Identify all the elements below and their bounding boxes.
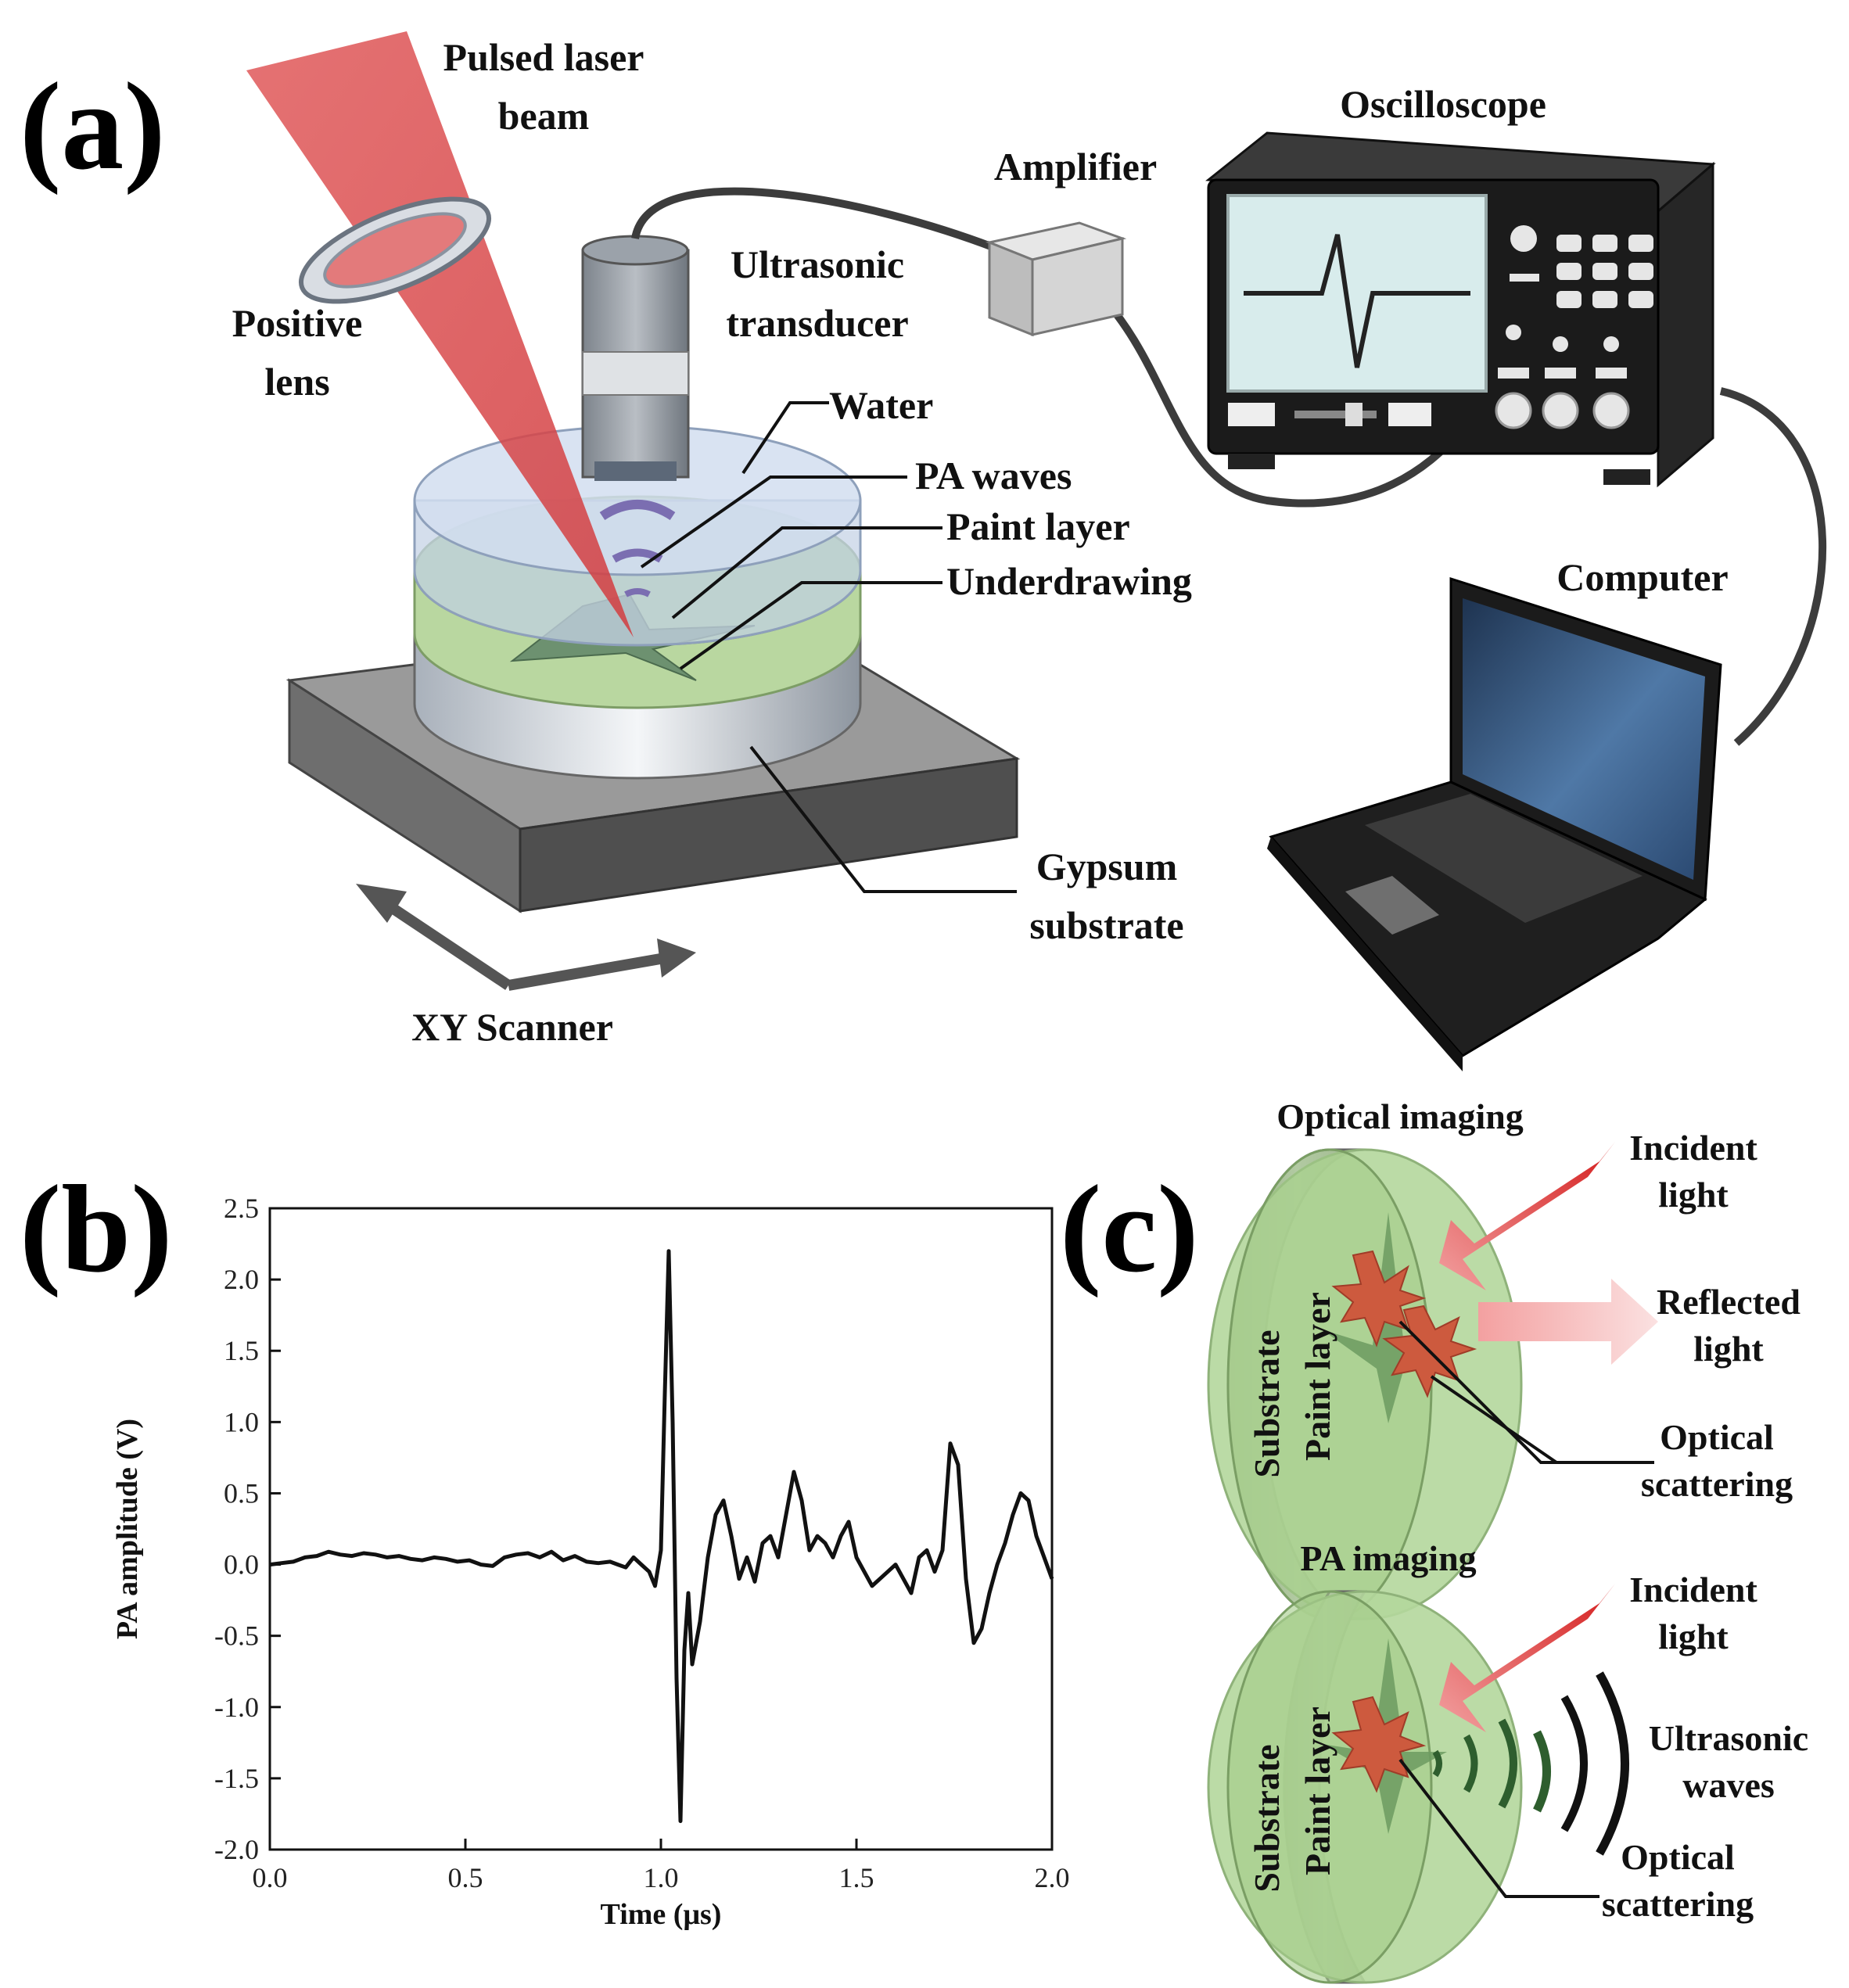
y-tick-label: -0.5 — [214, 1620, 259, 1652]
xy-scanner-arrows — [356, 884, 696, 991]
label-positive-lens-line2: lens — [264, 360, 329, 404]
label-incident-line1: Incident — [1629, 1128, 1757, 1168]
label-paint-layer-pa: Paint layer — [1298, 1706, 1337, 1875]
x-tick-label: 2.0 — [1035, 1862, 1070, 1893]
laptop-touchpad — [1345, 876, 1439, 935]
panel-c-label: (c) — [1060, 1159, 1199, 1298]
pulsed-laser-beam — [246, 31, 634, 637]
label-ultrasonic-transducer-line1: Ultrasonic — [731, 242, 904, 286]
label-positive-lens-line1: Positive — [232, 301, 363, 345]
x-axis-title: Time (μs) — [601, 1898, 722, 1931]
y-tick-label: -1.5 — [214, 1763, 259, 1794]
label-water: Water — [829, 383, 933, 427]
label-reflected-line2: light — [1693, 1329, 1764, 1369]
label-substrate-pa: Substrate — [1247, 1744, 1287, 1892]
label-pulsed-laser-line1: Pulsed laser — [443, 35, 644, 79]
ultrasonic-wave-arcs — [1432, 1671, 1629, 1856]
label-oscilloscope: Oscilloscope — [1340, 82, 1546, 126]
label-underdrawing: Underdrawing — [946, 559, 1192, 603]
pa-incident-light-arrow — [1439, 1584, 1615, 1732]
label-substrate-optical: Substrate — [1247, 1330, 1287, 1477]
y-tick-label: 1.5 — [224, 1335, 259, 1366]
x-tick-label: 1.5 — [839, 1862, 874, 1893]
y-tick-label: 1.0 — [224, 1406, 259, 1437]
label-pa-incident-line2: light — [1658, 1617, 1729, 1656]
y-tick-label: 2.5 — [224, 1193, 259, 1224]
label-pa-waves: PA waves — [915, 454, 1072, 497]
pa-signal-chart: 0.0 0.5 1.0 1.5 2.0 -2.0 -1.5 -1.0 -0.5 0.0 0.5 1.… — [111, 1193, 1070, 1931]
y-tick-label: -1.0 — [214, 1692, 259, 1723]
cables — [631, 187, 1826, 746]
label-pulsed-laser-line2: beam — [498, 94, 590, 138]
label-pa-incident-line1: Incident — [1629, 1570, 1757, 1609]
y-tick-label: -2.0 — [214, 1834, 259, 1865]
label-incident-line2: light — [1658, 1175, 1729, 1215]
label-ultrasonic-waves-line1: Ultrasonic — [1649, 1718, 1808, 1758]
pa-scatter-burst — [1331, 1696, 1427, 1793]
label-ultrasonic-waves-line2: waves — [1682, 1765, 1775, 1805]
amplifier-box — [985, 221, 1127, 337]
x-tick-label: 1.0 — [644, 1862, 679, 1893]
x-tick-label: 0.5 — [448, 1862, 483, 1893]
y-tick-label: 0.0 — [224, 1549, 259, 1581]
panel-a: (a) — [20, 31, 1826, 1071]
pa-imaging-diagram: PA imaging Incident light Ultrasonic wav… — [1207, 1538, 1808, 1984]
ultrasonic-transducer — [581, 235, 690, 481]
label-reflected-line1: Reflected — [1657, 1282, 1801, 1322]
label-xy-scanner: XY Scanner — [411, 1005, 613, 1049]
y-tick-label: 0.5 — [224, 1477, 259, 1509]
x-tick-label: 0.0 — [253, 1862, 288, 1893]
label-pa-imaging: PA imaging — [1300, 1538, 1476, 1578]
label-paint-layer-optical: Paint layer — [1298, 1292, 1337, 1461]
label-computer: Computer — [1556, 555, 1728, 599]
leader-lines-a — [640, 401, 1017, 893]
label-pa-optical-scattering-line2: scattering — [1602, 1884, 1754, 1924]
label-amplifier: Amplifier — [994, 145, 1157, 188]
laptop-keyboard — [1365, 794, 1643, 923]
panel-a-label: (a) — [20, 56, 166, 196]
y-axis-title: PA amplitude (V) — [111, 1419, 144, 1639]
reflected-light-arrow — [1478, 1279, 1658, 1365]
x-axis-ticks: 0.0 0.5 1.0 1.5 2.0 — [253, 1839, 1070, 1893]
y-tick-label: 2.0 — [224, 1264, 259, 1295]
label-ultrasonic-transducer-line2: transducer — [726, 301, 908, 345]
panel-b-label: (b) — [20, 1159, 173, 1298]
panel-a-labels: Pulsed laser beam Positive lens Ultrason… — [232, 35, 1729, 1049]
panel-c: (c) Optical imaging Incident light Refle… — [1060, 1096, 1808, 1984]
pa-signal-line — [269, 1249, 1054, 1824]
optical-imaging-diagram: Optical imaging Incident light Reflected… — [1207, 1096, 1801, 1620]
oscilloscope — [1205, 131, 1716, 488]
label-pa-optical-scattering-line1: Optical — [1621, 1837, 1735, 1877]
computer-laptop — [1267, 576, 1722, 1071]
label-paint-layer: Paint layer — [946, 504, 1130, 548]
label-optical-scattering-line1: Optical — [1660, 1417, 1774, 1457]
incident-light-arrow — [1439, 1142, 1615, 1290]
positive-lens — [298, 196, 492, 304]
label-optical-scattering-line2: scattering — [1641, 1464, 1793, 1504]
oscilloscope-buttons — [1495, 225, 1653, 429]
label-optical-imaging: Optical imaging — [1276, 1096, 1524, 1136]
label-gypsum-line1: Gypsum — [1036, 845, 1178, 888]
label-gypsum-line2: substrate — [1029, 903, 1183, 947]
oscilloscope-waveform — [1244, 234, 1470, 368]
